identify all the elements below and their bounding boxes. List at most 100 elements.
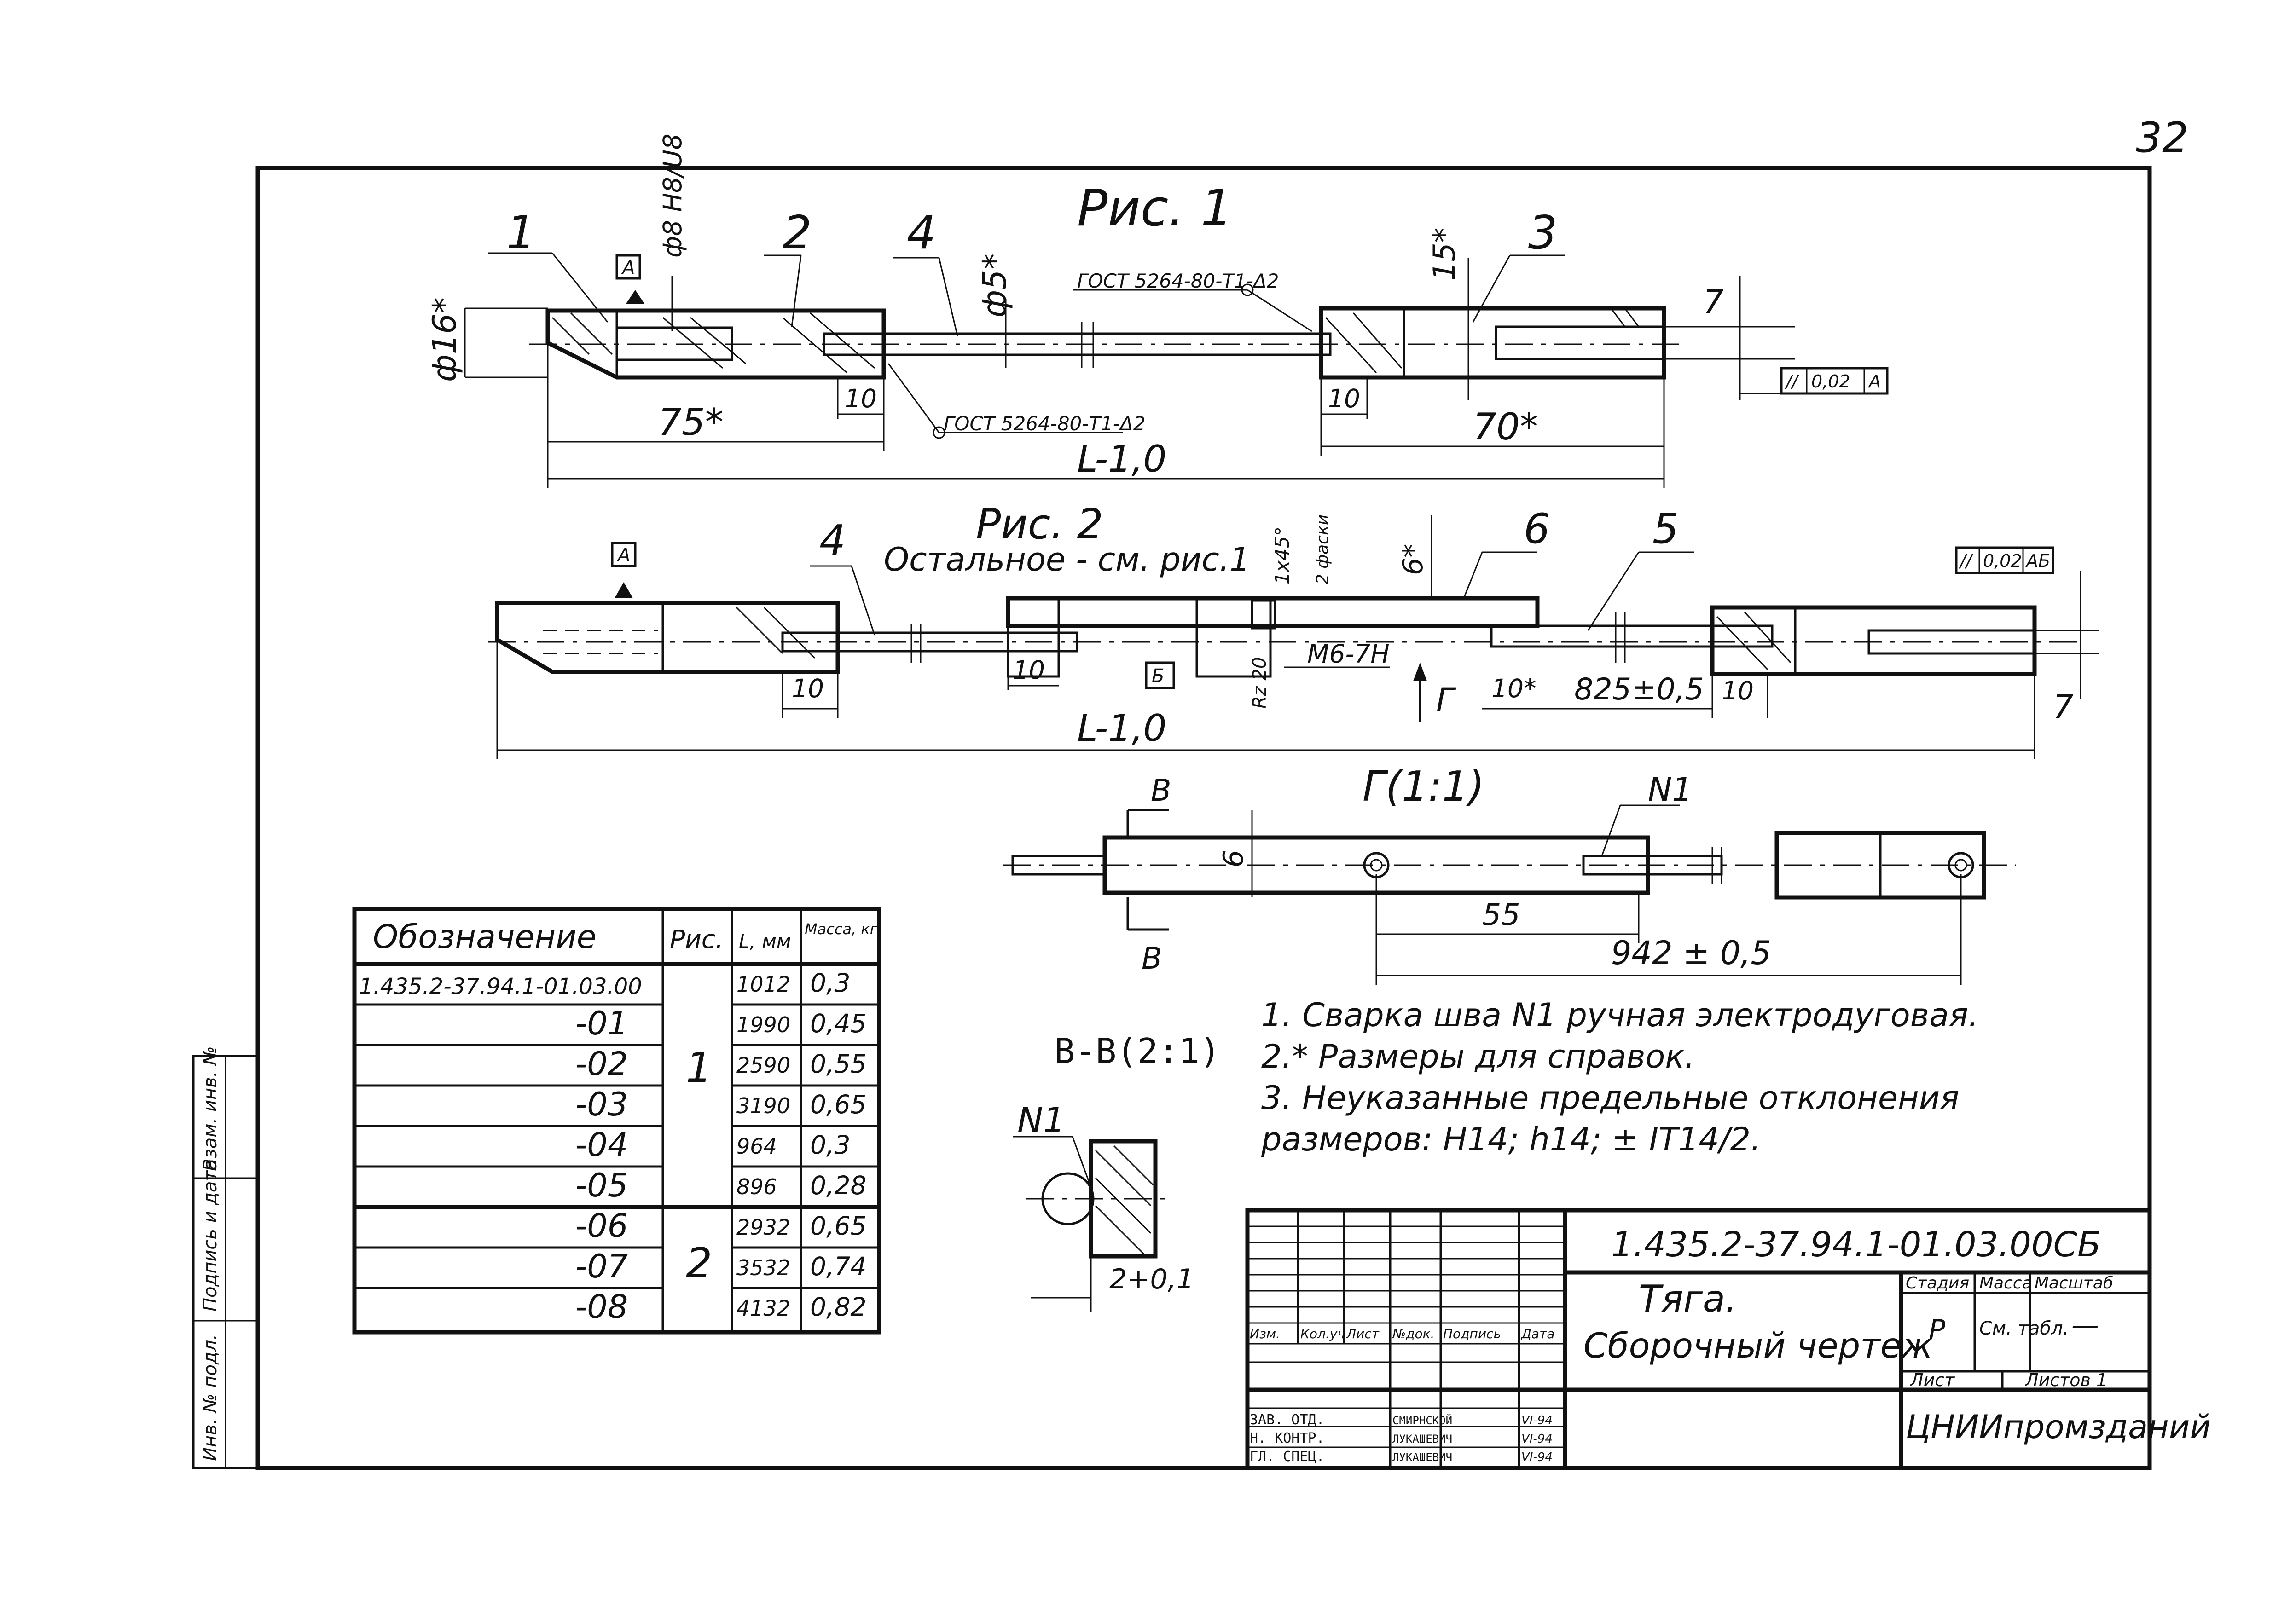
table-row-code: 1.435.2-37.94.1-01.03.00 — [359, 974, 642, 1000]
stamp-col-head: №док. — [1392, 1326, 1434, 1341]
fig1-label-3: 3 — [1528, 206, 1558, 260]
fig1-dim5: ф5* — [976, 254, 1014, 318]
stamp-code: 1.435.2-37.94.1-01.03.00СБ — [1611, 1224, 2101, 1265]
note-4: размеров: H14; h14; ± IT14/2. — [1261, 1121, 1761, 1158]
notes: 1. Сварка шва N1 ручная электродуговая. … — [1261, 996, 1978, 1158]
table-row-mass: 0,65 — [810, 1211, 866, 1241]
table-row-mass: 0,3 — [810, 1130, 850, 1160]
side-strip-3: Взам. инв. № — [200, 1046, 221, 1171]
section-bb-dim: 2+0,1 — [1109, 1263, 1194, 1295]
fig1-dimL: L-1,0 — [1077, 438, 1166, 480]
fig1-dim16: ф16* — [426, 297, 464, 382]
fig1-dim70: 70* — [1473, 405, 1538, 448]
table-row-code: -01 — [575, 1005, 628, 1042]
svg-text://: // — [1959, 551, 1974, 571]
svg-text:A: A — [1867, 371, 1881, 392]
view-g-section-top: B — [1151, 774, 1171, 808]
stamp-col-head: Изм. — [1250, 1326, 1280, 1341]
view-g-title: Г(1:1) — [1363, 763, 1484, 811]
fig1-part-left — [545, 308, 886, 380]
table-row-mass: 0,65 — [810, 1090, 866, 1119]
fig2-label-4: 4 — [819, 516, 846, 565]
fig2-datumA: A — [616, 545, 630, 566]
page-number: 32 — [2136, 114, 2189, 162]
stamp-col-head: Подпись — [1443, 1326, 1501, 1341]
fig1-dim7: 7 — [1703, 283, 1724, 321]
table-row-L: 2932 — [736, 1215, 790, 1240]
fig1-datum: A — [621, 257, 635, 278]
fig2-part-6 — [1006, 596, 1540, 628]
drawing-frame — [255, 166, 2152, 1470]
fig1-title: Рис. 1 — [1077, 179, 1233, 237]
fig1-dim8: ф8 H8/U8 — [658, 133, 687, 258]
stamp-role-name: ЛУКАШЕВИЧ — [1392, 1451, 1452, 1464]
stamp-col-head: Кол.уч — [1300, 1326, 1345, 1341]
fig2-chamfer-note: 2 фаски — [1313, 514, 1332, 584]
table-row-code: -02 — [575, 1045, 628, 1083]
stamp-scale: — — [2071, 1309, 2099, 1341]
svg-text:0,02: 0,02 — [1811, 371, 1850, 392]
fig1-dim10b: 10 — [1328, 384, 1360, 413]
stamp-col-head: Лист — [1346, 1326, 1380, 1341]
table-row-L: 2590 — [736, 1053, 790, 1078]
view-g-dim942: 942 ± 0,5 — [1611, 934, 1771, 972]
stamp-mass: См. табл. — [1979, 1318, 2069, 1339]
fig2-dim825: 825±0,5 — [1574, 672, 1704, 707]
fig2-part-left — [495, 601, 840, 674]
fig1-dim10a: 10 — [845, 384, 877, 413]
table-row-code: -06 — [575, 1207, 628, 1245]
fig2-chamfer: 1x45° — [1271, 526, 1293, 584]
table-row-code: -03 — [575, 1086, 628, 1123]
view-g-dim6: 6 — [1218, 850, 1250, 867]
fig2-dimL: L-1,0 — [1077, 707, 1166, 750]
table-row-L: 1990 — [736, 1012, 790, 1037]
stamp-role: ГЛ. СПЕЦ. — [1250, 1449, 1325, 1465]
table-row-L: 896 — [736, 1174, 777, 1199]
table-header-L: L, мм — [739, 930, 791, 953]
side-strip-2: Подпись и дата — [200, 1159, 221, 1312]
table-row-L: 964 — [736, 1134, 777, 1159]
fig2-thread: M6-7H — [1307, 639, 1390, 669]
fig2-dim10b: 10 — [1013, 655, 1045, 685]
table-fig-1: 1 — [686, 1044, 712, 1092]
side-strip: Инв. № подл. Подпись и дата Взам. инв. № — [192, 1046, 259, 1469]
view-g-weld: N1 — [1648, 771, 1693, 809]
fig1-gost-top: ГОСТ 5264-80-Т1-Δ2 — [1077, 270, 1279, 292]
stamp-role-date: VI-94 — [1521, 1432, 1553, 1446]
table-header-code: Обозначение — [373, 918, 597, 956]
table-row-mass: 0,82 — [810, 1292, 866, 1322]
table-row-code: -07 — [575, 1248, 628, 1285]
fig1-dim75: 75* — [658, 401, 724, 444]
view-g-dim55: 55 — [1482, 898, 1520, 932]
fig2-dim10d: 10 — [1722, 676, 1754, 705]
stamp-role-name: ЛУКАШЕВИЧ — [1392, 1433, 1452, 1445]
fig2-dim6: 6* — [1397, 544, 1429, 575]
table-row-L: 3190 — [736, 1093, 790, 1118]
table-row-mass: 0,45 — [810, 1009, 866, 1038]
svg-text:АБ: АБ — [2025, 551, 2050, 571]
fig1-label-1: 1 — [506, 206, 536, 260]
stamp-stage-head: Стадия — [1906, 1274, 1969, 1293]
fig2-dim10c: 10* — [1491, 674, 1536, 703]
stamp-title1: Тяга. — [1639, 1277, 1737, 1320]
stamp-role-date: VI-94 — [1521, 1450, 1553, 1464]
table-row-mass: 0,55 — [810, 1049, 866, 1079]
table-row-L: 1012 — [736, 972, 790, 997]
fig2-tolerance: // 0,02 АБ — [1955, 546, 2054, 574]
figure-2: Рис. 2 Остальное - см. рис.1 4 6 — [488, 500, 2099, 759]
fig1-label-2: 2 — [783, 206, 812, 260]
stamp-sheets: Листов 1 — [2024, 1370, 2107, 1390]
designation-table: 1.435.2-37.94.1-01.03.00 1012 0,3 -01 1990 0,… — [352, 907, 881, 1335]
stamp-mass-head: Масса — [1979, 1274, 2032, 1293]
section-bb-weld: N1 — [1017, 1100, 1065, 1140]
table-row-mass: 0,28 — [810, 1171, 866, 1200]
fig2-view: Г — [1436, 681, 1456, 719]
section-bb-title: B-B(2:1) — [1054, 1031, 1220, 1071]
table-row-code: -08 — [575, 1288, 628, 1326]
table-fig-2: 2 — [686, 1239, 712, 1288]
stamp-org: ЦНИИпромзданий — [1906, 1408, 2211, 1446]
table-header-mass: Масса, кг — [805, 920, 878, 938]
section-bb: B-B(2:1) N1 2+0,1 — [1013, 1031, 1220, 1312]
